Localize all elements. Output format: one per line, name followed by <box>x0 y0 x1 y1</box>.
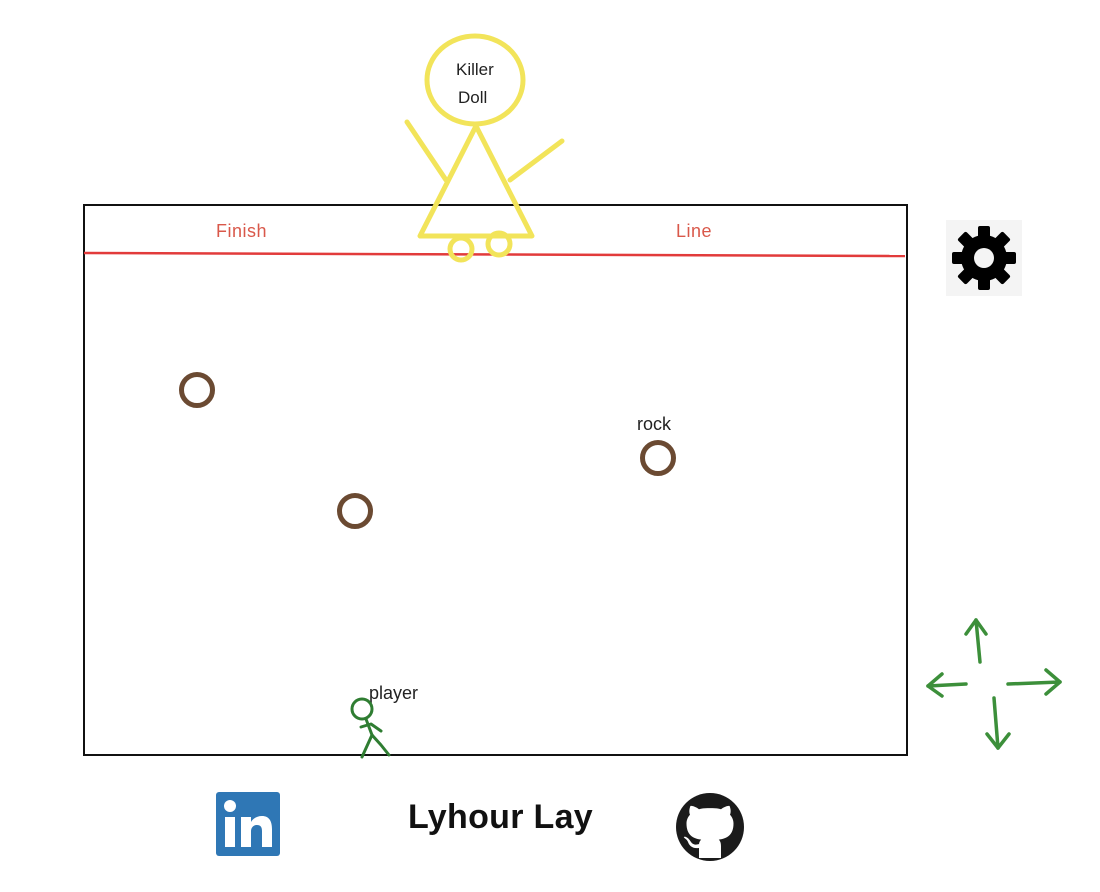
arrow-right <box>1006 680 1062 686</box>
rock-label: rock <box>637 414 672 434</box>
player-label: player <box>369 683 419 703</box>
gear-icon[interactable] <box>946 220 1022 296</box>
doll-body <box>417 123 535 239</box>
game-board <box>83 204 908 756</box>
doll-label-line1: Killer <box>456 60 494 79</box>
doll-label-line2: Doll <box>458 88 488 107</box>
player-torso <box>364 717 374 737</box>
author-name: Lyhour Lay <box>408 798 593 836</box>
doll-left-arm <box>404 119 449 183</box>
arrow-down <box>992 696 1000 750</box>
directional-arrows-icon[interactable] <box>918 612 1070 757</box>
rock <box>337 493 373 529</box>
player-leg-left <box>360 733 374 759</box>
doll-right-foot <box>485 230 513 258</box>
killer-doll <box>404 33 565 263</box>
player-head <box>350 697 374 721</box>
doll-right-arm <box>507 138 565 183</box>
finish-label-right: Line <box>676 221 713 241</box>
linkedin-icon[interactable] <box>216 792 280 856</box>
github-icon[interactable] <box>675 792 745 862</box>
arrow-left <box>926 682 968 688</box>
player-leg-right <box>370 733 391 757</box>
arrow-up <box>974 618 982 664</box>
doll-left-foot <box>447 235 475 263</box>
player-arms <box>359 722 383 733</box>
rock <box>640 440 676 476</box>
player <box>350 697 391 759</box>
rock <box>179 372 215 408</box>
finish-label-left: Finish <box>216 221 268 241</box>
